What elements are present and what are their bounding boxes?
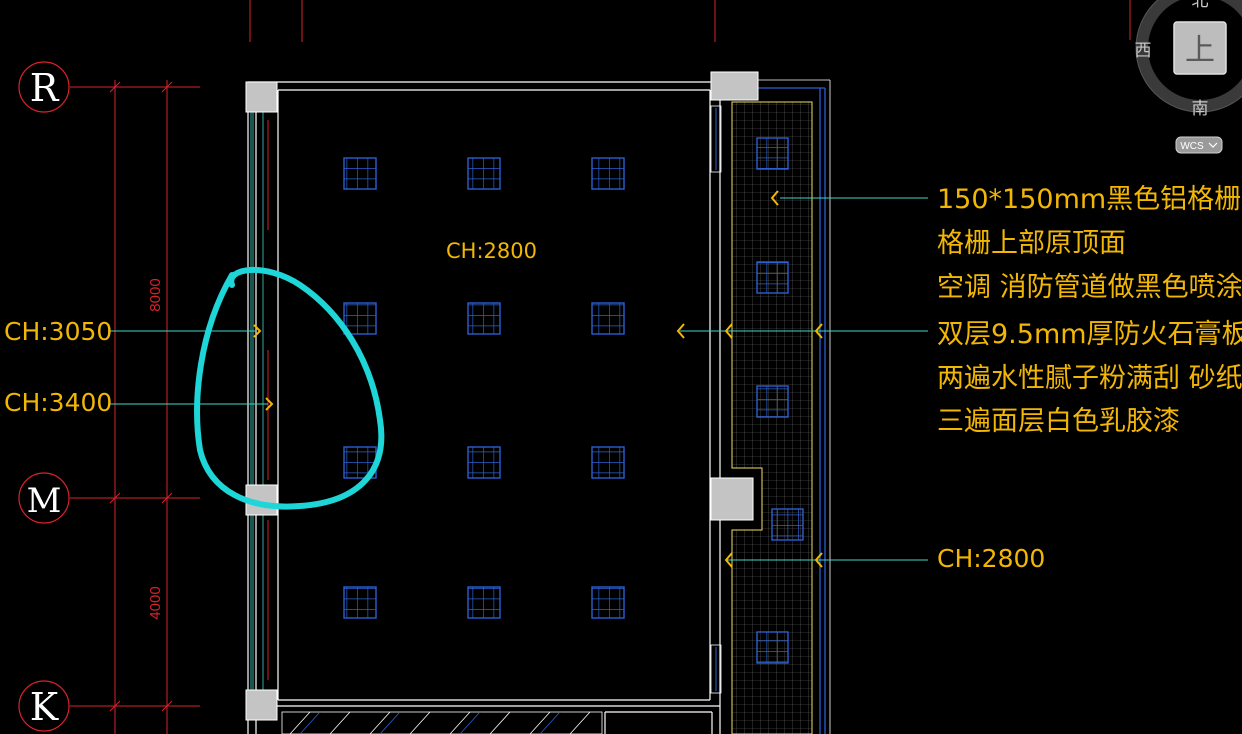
- grille-ceiling-zone: [731, 101, 813, 734]
- note-line-6: 三遍面层白色乳胶漆: [937, 406, 1180, 437]
- compass-south: 南: [1192, 99, 1209, 119]
- light-fixture: [591, 586, 625, 619]
- light-fixture: [467, 446, 501, 479]
- right-window-frames: [710, 105, 722, 694]
- column-bottom-left: [245, 689, 278, 721]
- grid-axis-K: K: [18, 680, 70, 732]
- grid-axis-label: R: [30, 66, 60, 110]
- dimension-lower: 4000: [147, 586, 164, 619]
- note-line-2: 格栅上部原顶面: [937, 228, 1126, 259]
- light-fixture: [756, 385, 789, 418]
- note-line-3: 空调 消防管道做黑色喷涂: [937, 272, 1242, 303]
- grid-axis-R: R: [18, 61, 70, 113]
- hand-drawn-markup-loop: [194, 266, 385, 510]
- ceiling-height-left-lower: CH:3400: [4, 388, 112, 417]
- leader-gypsum-note: [676, 323, 928, 339]
- room-ceiling-height: CH:2800: [446, 239, 537, 263]
- light-fixture: [591, 157, 625, 190]
- columns: [245, 71, 759, 721]
- dimension-lines: [70, 80, 200, 734]
- light-fixtures: [343, 157, 625, 619]
- light-fixture: [343, 586, 377, 619]
- dimension-upper: 8000: [147, 278, 164, 311]
- material-notes: 150*150mm黑色铝格栅顶 详 格栅上部原顶面 空调 消防管道做黑色喷涂 双…: [937, 184, 1242, 437]
- light-fixture: [591, 302, 625, 335]
- leader-grille-note: [770, 190, 928, 206]
- light-fixture: [467, 586, 501, 619]
- wcs-menu-button[interactable]: WCS: [1175, 136, 1223, 154]
- light-fixture: [756, 261, 789, 294]
- chevron-down-icon: [1208, 142, 1218, 148]
- leader-right-lower: [724, 552, 928, 568]
- note-line-5: 两遍水性腻子粉满刮 砂纸: [937, 363, 1242, 394]
- grille-light-fixtures: [756, 137, 804, 664]
- wcs-label: WCS: [1180, 141, 1204, 152]
- grid-axis-label: K: [30, 685, 59, 729]
- ceiling-height-right-lower: CH:2800: [937, 544, 1045, 573]
- light-fixture: [467, 302, 501, 335]
- grid-axis-label: M: [27, 481, 62, 521]
- compass-west: 西: [1135, 41, 1152, 61]
- facade-white-lines: [758, 79, 831, 734]
- leader-left-upper: [108, 324, 262, 338]
- facade-blue-lines: [758, 87, 826, 734]
- column-top-right: [710, 71, 759, 101]
- hatched-band: [281, 711, 603, 734]
- light-fixture: [343, 157, 377, 190]
- light-fixture: [591, 446, 625, 479]
- column-top-left: [245, 81, 278, 113]
- hatch-blue: [299, 711, 561, 734]
- view-cube-face-label: 上: [1185, 33, 1215, 68]
- column-mid-right: [710, 477, 754, 521]
- curtain-wall-left: [250, 112, 264, 690]
- note-line-1: 150*150mm黑色铝格栅顶 详: [937, 184, 1242, 215]
- leader-left-lower: [108, 397, 274, 411]
- compass-north: 北: [1192, 0, 1209, 11]
- room-walls: [247, 81, 721, 734]
- note-line-4: 双层9.5mm厚防火石膏板: [937, 319, 1242, 350]
- top-reference-lines: [249, 0, 1131, 42]
- light-fixture: [467, 157, 501, 190]
- light-fixture: [771, 508, 804, 541]
- grid-axis-M: M: [18, 472, 70, 524]
- ceiling-height-left-upper: CH:3050: [4, 317, 112, 346]
- light-fixture: [756, 137, 789, 170]
- light-fixture: [756, 631, 789, 664]
- light-fixture: [343, 302, 377, 335]
- view-cube-top-face[interactable]: [1173, 21, 1227, 75]
- view-cube[interactable]: 上 西 南 北: [1135, 0, 1242, 119]
